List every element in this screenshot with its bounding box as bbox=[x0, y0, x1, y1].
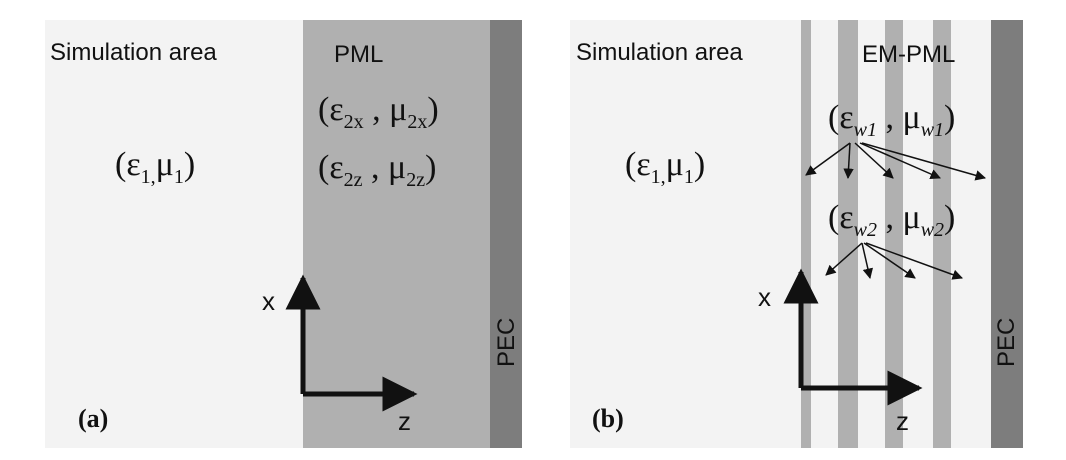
panel-label-a: (a) bbox=[78, 404, 108, 433]
z-axis-label: z bbox=[398, 406, 411, 436]
simulation-area-label: Simulation area bbox=[50, 39, 217, 66]
pml-region bbox=[303, 20, 490, 448]
z-axis-label: z bbox=[896, 406, 909, 436]
x-axis-label: x bbox=[262, 286, 275, 316]
em-pml-strip bbox=[885, 20, 903, 448]
panel-label-b: (b) bbox=[592, 404, 624, 433]
em-pml-strip bbox=[933, 20, 951, 448]
simulation-area-label: Simulation area bbox=[576, 39, 743, 66]
pml-params-x: (ε2x , μ2x) bbox=[318, 91, 439, 133]
x-axis-label: x bbox=[758, 282, 771, 312]
em-pml-strip bbox=[801, 20, 811, 448]
pec-region bbox=[991, 20, 1023, 448]
region1-params: (ε1,μ1) bbox=[625, 146, 705, 188]
layer1-params: (εw1 , μw1) bbox=[828, 99, 955, 141]
pec-label: PEC bbox=[993, 318, 1020, 367]
simulation-area-region bbox=[45, 20, 303, 448]
pml-params-z: (ε2z , μ2z) bbox=[318, 149, 436, 191]
layer1-pointer-arrows bbox=[805, 142, 987, 181]
panel-b: Simulation area EM-PML (ε1,μ1) (εw1 , μw… bbox=[570, 20, 1023, 448]
em-pml-strip bbox=[838, 20, 858, 448]
panel-a: Simulation area PML (ε1,μ1) (ε2x , μ2x) … bbox=[45, 20, 522, 448]
layer2-pointer-arrows bbox=[825, 242, 963, 280]
pml-label: PML bbox=[334, 41, 383, 68]
pec-region bbox=[490, 20, 522, 448]
pec-label: PEC bbox=[493, 318, 520, 367]
region1-params: (ε1,μ1) bbox=[115, 146, 195, 188]
em-pml-label: EM-PML bbox=[862, 41, 955, 68]
layer2-params: (εw2 , μw2) bbox=[828, 199, 955, 241]
